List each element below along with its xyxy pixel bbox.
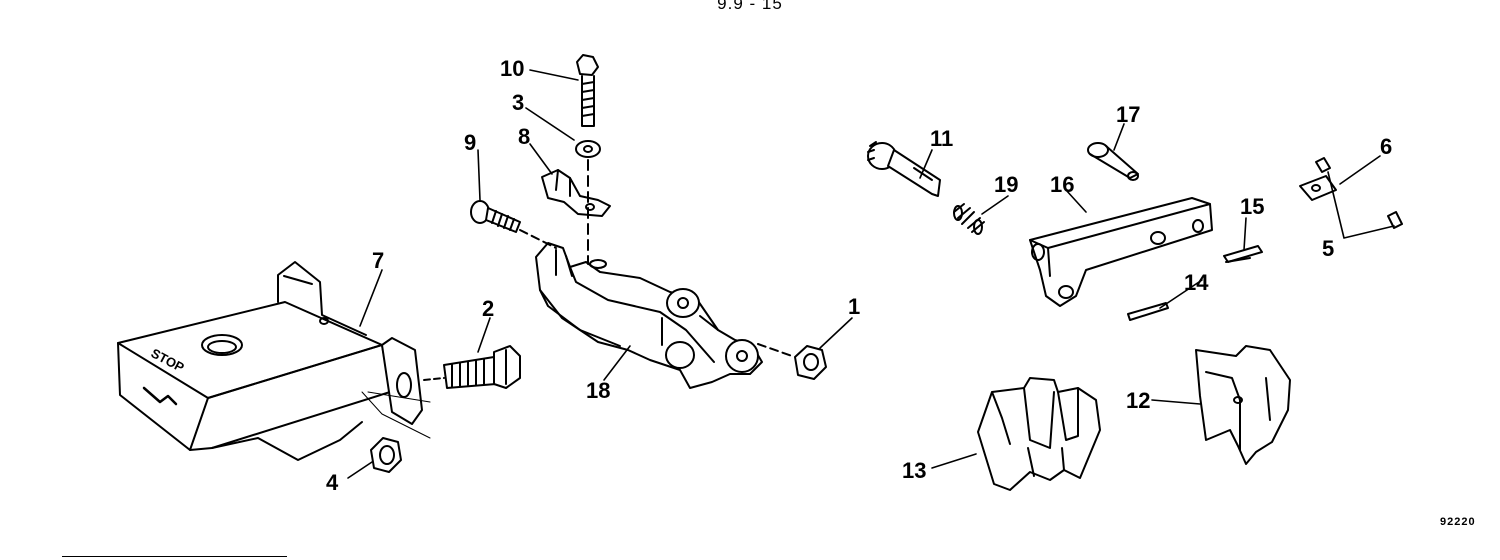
callout-18: 18 (586, 378, 610, 403)
callout-10: 10 (500, 56, 524, 81)
part-6 (1299, 175, 1337, 201)
part-nut-4 (370, 437, 402, 473)
page-title: 9.9 - 15 (717, 0, 783, 13)
callout-14: 14 (1184, 270, 1209, 295)
callout-17: 17 (1116, 102, 1140, 127)
part-pin-17 (1087, 142, 1139, 181)
part-knob-pin-11 (867, 141, 941, 197)
part-pin-14 (1127, 302, 1169, 321)
part-bolt-2 (423, 345, 521, 389)
part-screw-9 (470, 200, 557, 249)
part-stop-bracket (117, 261, 431, 461)
callout-9: 9 (464, 130, 476, 155)
callout-2: 2 (482, 296, 494, 321)
part-washer-3 (575, 140, 601, 158)
part-set-screws-5 (1315, 157, 1403, 229)
part-cotter-pin-15 (1223, 245, 1263, 263)
callout-13: 13 (902, 458, 926, 483)
callout-12: 12 (1126, 388, 1150, 413)
callout-3: 3 (512, 90, 524, 115)
part-tiller-arm (535, 242, 763, 389)
callout-15: 15 (1240, 194, 1264, 219)
leader-lines (347, 69, 1395, 479)
footnote-rule (62, 556, 287, 558)
callout-numbers: 10 3 8 9 1 2 7 4 18 11 19 17 16 15 14 6 … (326, 56, 1392, 495)
callout-7: 7 (372, 248, 384, 273)
part-spring-clip-12 (1195, 345, 1291, 465)
callout-16: 16 (1050, 172, 1074, 197)
part-screw-10 (576, 54, 599, 127)
callout-4: 4 (326, 470, 339, 495)
callout-1: 1 (848, 294, 860, 319)
part-bracket-13 (977, 377, 1101, 491)
part-clip-8 (541, 159, 611, 265)
part-tiller-rod-16 (1029, 197, 1213, 307)
part-spring-19 (953, 203, 985, 235)
callout-6: 6 (1380, 134, 1392, 159)
part-nut-1 (757, 343, 827, 380)
callout-19: 19 (994, 172, 1018, 197)
callout-11: 11 (930, 126, 953, 151)
callout-8: 8 (518, 124, 530, 149)
callout-5: 5 (1322, 236, 1334, 261)
figure-number: 92220 (1440, 516, 1476, 528)
